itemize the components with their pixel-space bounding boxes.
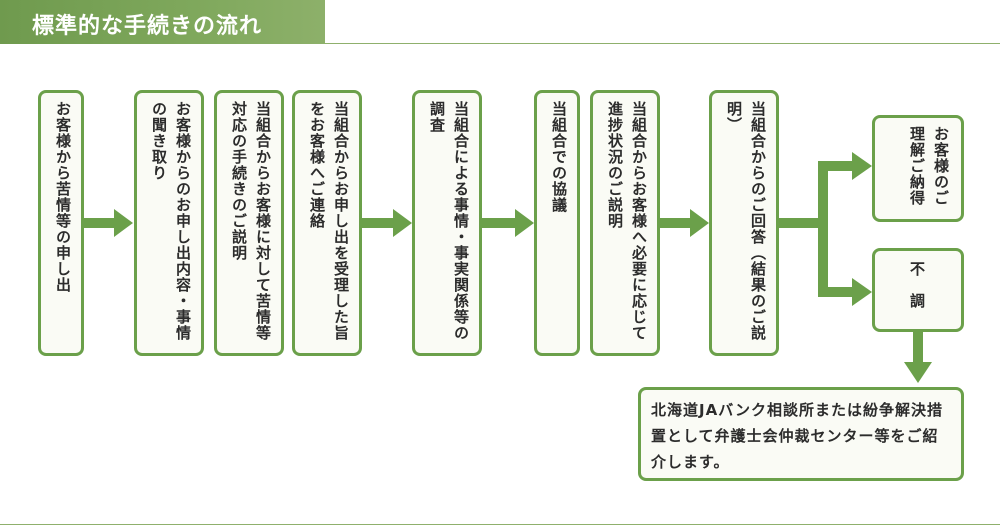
step-label-2: お客様からのお申し出内容・事情の聞き取り: [150, 101, 192, 341]
arrow-shaft-7: [660, 218, 694, 228]
branch-bottom-shaft: [818, 287, 858, 297]
outcome-agree-box: お客様のご理解ご納得: [872, 115, 964, 222]
step-box-2: お客様からのお申し出内容・事情の聞き取り: [134, 90, 204, 356]
step-label-6: 当組合での協議: [550, 101, 568, 213]
step-box-4: 当組合からお申し出を受理した旨をお客様へご連絡: [292, 90, 362, 356]
down-shaft: [913, 331, 923, 367]
arrow-shaft-1: [83, 218, 116, 228]
page-title: 標準的な手続きの流れ: [32, 14, 263, 39]
arrow-shaft-4: [361, 218, 396, 228]
step-label-5: 当組合による事情・事実関係等の調査: [428, 101, 470, 341]
arrow-head-5: [515, 209, 534, 237]
outcome-disagree-box: 不 調: [872, 248, 964, 332]
branch-top-shaft: [818, 161, 858, 171]
step-box-8: 当組合からのご回答（結果のご説明）: [709, 90, 779, 356]
branch-vertical: [818, 161, 828, 297]
step-label-4: 当組合からお申し出を受理した旨をお客様へご連絡: [308, 101, 350, 341]
outcome-agree-label: お客様のご理解ご納得: [908, 126, 950, 206]
down-head: [904, 362, 932, 383]
outcome-disagree-label: 不 調: [908, 261, 926, 309]
step-label-1: お客様から苦情等の申し出: [54, 101, 72, 293]
step-box-7: 当組合からお客様へ必要に応じて進捗状況のご説明: [590, 90, 660, 356]
referral-box: 北海道JAバンク相談所または紛争解決措置として弁護士会仲裁センター等をご紹介しま…: [638, 387, 964, 481]
step-box-6: 当組合での協議: [534, 90, 580, 356]
title-banner: 標準的な手続きの流れ: [0, 0, 325, 44]
arrow-head-1: [114, 209, 133, 237]
arrow-head-7: [690, 209, 709, 237]
arrow-shaft-5: [482, 218, 518, 228]
branch-shaft: [778, 218, 822, 228]
title-underline: [325, 43, 1000, 44]
step-box-1: お客様から苦情等の申し出: [38, 90, 84, 356]
step-label-8: 当組合からのご回答（結果のご説明）: [725, 101, 767, 341]
step-box-5: 当組合による事情・事実関係等の調査: [412, 90, 482, 356]
bottom-rule: [0, 524, 1000, 525]
branch-top-head: [852, 152, 872, 180]
arrow-head-4: [393, 209, 412, 237]
step-label-7: 当組合からお客様へ必要に応じて進捗状況のご説明: [606, 101, 648, 341]
branch-bottom-head: [852, 278, 872, 306]
step-label-3: 当組合からお客様に対して苦情等対応の手続きのご説明: [230, 101, 272, 341]
step-box-3: 当組合からお客様に対して苦情等対応の手続きのご説明: [214, 90, 284, 356]
referral-text: 北海道JAバンク相談所または紛争解決措置として弁護士会仲裁センター等をご紹介しま…: [651, 401, 943, 471]
